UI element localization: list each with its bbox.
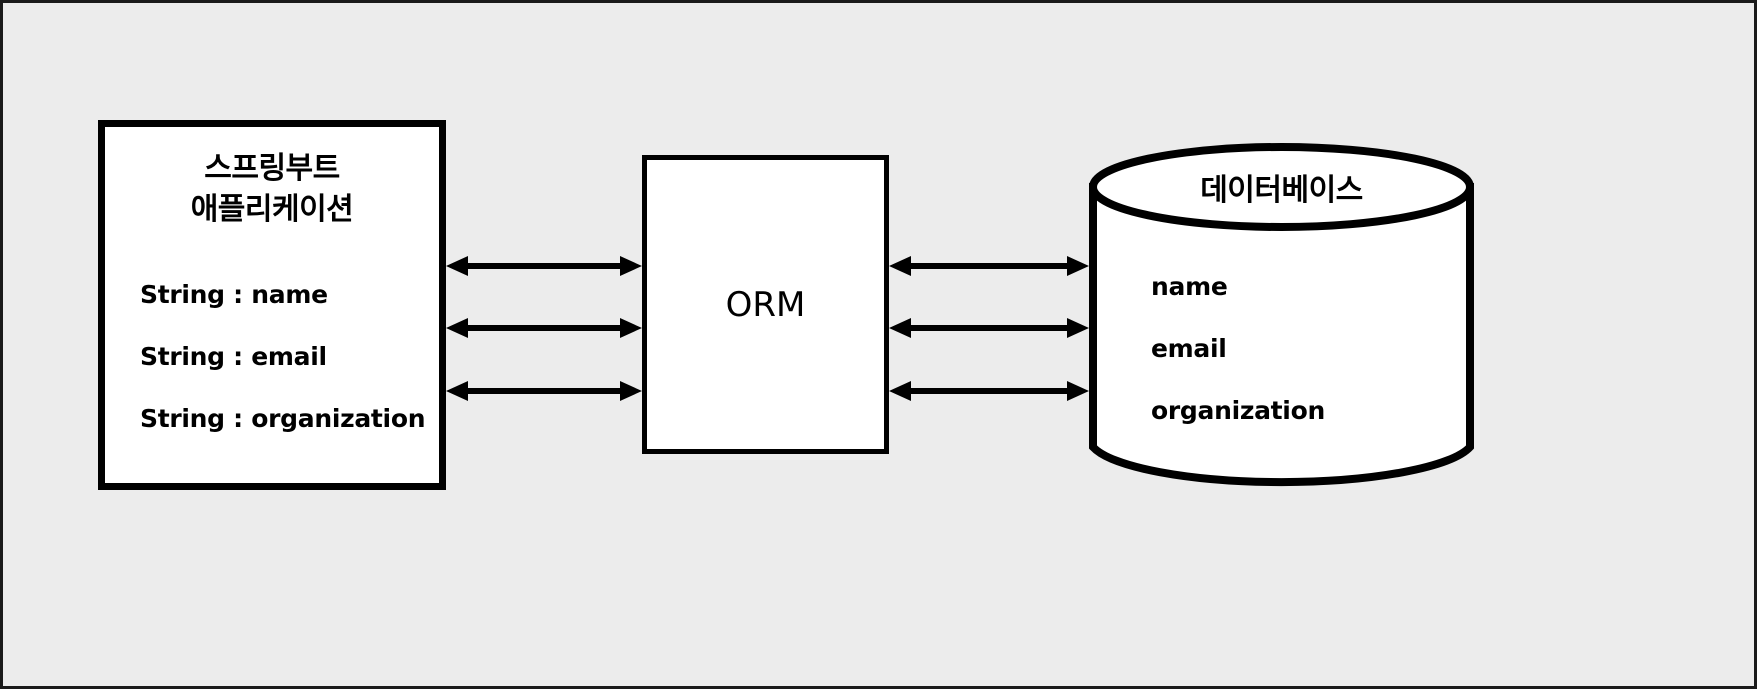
app-field-email: String : email xyxy=(140,342,327,371)
database-title: 데이터베이스 xyxy=(1200,173,1363,208)
connector-orm-db-organization xyxy=(889,376,1089,406)
database-cylinder-shape xyxy=(1089,143,1474,487)
connector-orm-db-name xyxy=(889,251,1089,281)
spring-boot-application-field-list: String : name String : email String : or… xyxy=(140,264,431,450)
spring-boot-application-node: 스프링부트 애플리케이션 String : name String : emai… xyxy=(98,120,446,490)
database-node: 데이터베이스 name email organization xyxy=(1089,143,1474,491)
database-field-list: name email organization xyxy=(1151,256,1464,442)
connector-orm-db-email xyxy=(889,313,1089,343)
connector-app-orm-organization xyxy=(446,376,642,406)
db-field-name: name xyxy=(1151,272,1228,301)
spring-boot-application-title: 스프링부트 애플리케이션 xyxy=(190,151,354,227)
app-field-name: String : name xyxy=(140,280,328,309)
connector-app-orm-name xyxy=(446,251,642,281)
db-field-organization: organization xyxy=(1151,396,1325,425)
app-field-organization: String : organization xyxy=(140,404,426,433)
orm-label: ORM xyxy=(725,284,806,325)
orm-node: ORM xyxy=(642,155,889,454)
db-field-email: email xyxy=(1151,334,1227,363)
connector-app-orm-email xyxy=(446,313,642,343)
